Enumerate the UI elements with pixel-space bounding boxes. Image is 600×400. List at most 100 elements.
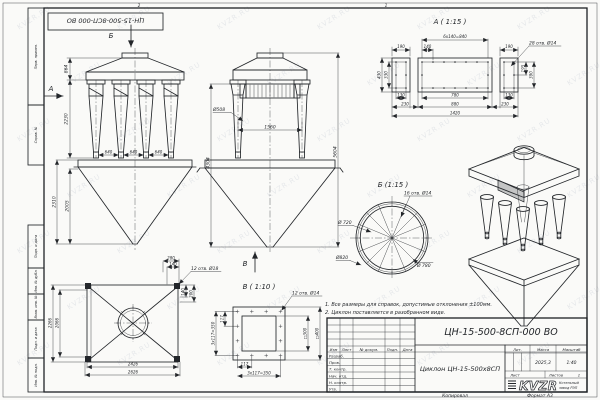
tb-row-label: Нач. отд. — [329, 373, 347, 378]
tb-col-header: Лист — [341, 347, 352, 352]
margin-label: Перв. примен. — [34, 44, 38, 69]
tb-row-label: Утв. — [329, 387, 337, 392]
notes: 1. Все размеры для справок, допустимые о… — [325, 302, 492, 316]
format-label: Формат А3 — [527, 393, 553, 399]
dim-label: 430 — [376, 71, 381, 79]
section-a-view: А ( 1:15 ) 190 140 6х140=840 190 28 отв.… — [376, 18, 562, 119]
tb-col-header: Подп. — [387, 347, 399, 352]
dim-label: 2626 — [128, 370, 139, 375]
dim-label: □400 — [315, 327, 320, 339]
callout-label: 28 отв. Ø14 — [529, 40, 556, 47]
dim-label: 117 — [241, 361, 249, 366]
margin-label: Подп. и дата — [34, 235, 38, 258]
dim-label: 140 — [424, 44, 432, 49]
tb-row-label: Пров. — [329, 360, 340, 365]
margin-label: Справ. № — [34, 126, 38, 143]
view-title: В ( 1:10 ) — [243, 283, 276, 291]
tb-org-name: завод РЭП — [559, 386, 578, 390]
tb-col-header: Дата — [402, 347, 414, 352]
margin-label: Инв. № подл. — [34, 363, 38, 386]
side-view: Ø508 1560 4304 5604 В — [196, 48, 344, 273]
tb-scale-label: Масштаб — [562, 347, 581, 352]
view-title: Б (1:15 ) — [378, 181, 409, 189]
dim-label: 190 — [397, 44, 405, 49]
plan-view: 2266 2066 2426 2626 280 140 12 отв. Ø18 … — [47, 255, 222, 378]
dim-label: 190 — [505, 44, 513, 49]
copy-label: Копировал — [442, 393, 468, 399]
callout-label: 12 отв. Ø14 — [292, 290, 319, 297]
dim-label: Ø 780 — [416, 262, 431, 269]
dim-label: 6х140=840 — [443, 34, 467, 39]
dim-label: 5604 — [333, 146, 339, 158]
dim-label: 140 — [169, 261, 177, 266]
tb-row-label: Т. контр. — [329, 367, 347, 372]
dim-label: 640 — [130, 149, 138, 154]
tb-mass-value: 2025,3 — [535, 360, 551, 366]
dim-label: 4304 — [206, 157, 212, 169]
tb-sheet-label: Лист — [509, 373, 520, 378]
callout-label: 12 отв. Ø18 — [191, 265, 218, 272]
dim-label: 330 — [383, 71, 388, 79]
dim-label: 880 — [451, 101, 459, 106]
dim-label: 1560 — [264, 125, 276, 131]
dim-label: 200 — [189, 290, 194, 298]
dim-label: Ø 720 — [337, 219, 352, 226]
dim-label: 640 — [155, 149, 163, 154]
dim-label: □300 — [303, 327, 308, 339]
fold-mark: 2 — [138, 3, 141, 8]
company-logo: KVZR — [519, 379, 558, 393]
dim-label: 1420 — [450, 110, 461, 115]
tb-col-header: Изм — [330, 347, 338, 352]
dim-label: 3х117=350 — [247, 370, 271, 375]
note-line: 1. Все размеры для справок, допустимые о… — [325, 302, 492, 308]
section-letter: В — [243, 260, 248, 268]
dim-label: 280 — [167, 255, 175, 260]
dim-label: 780 — [451, 92, 459, 97]
dim-label: 140 — [181, 288, 186, 296]
tb-sheets-value: 1 — [578, 373, 580, 378]
margin-label: Подп. и дата — [34, 327, 38, 350]
view-v: В ( 1:10 ) 12 отв. Ø14 117 3х117=350 117… — [211, 283, 323, 379]
dim-label: 2066 — [54, 317, 59, 328]
dim-label: 130 — [505, 92, 513, 97]
tb-lit-label: Лит. — [512, 347, 522, 352]
tb-col-header: № докум. — [359, 347, 379, 352]
section-letter: Б — [109, 32, 114, 40]
dim-label: 864 — [64, 65, 70, 74]
dim-label: 2310 — [52, 196, 58, 208]
dim-label: 390 — [529, 71, 534, 79]
view-title: А ( 1:15 ) — [433, 18, 467, 26]
dim-label: 2426 — [128, 362, 139, 367]
note-line: 2. Циклон поставляется в разобранном вид… — [325, 310, 445, 316]
tb-row-label: Н. контр. — [329, 380, 347, 385]
tb-scale-value: 1:40 — [566, 360, 576, 366]
dim-label: 2230 — [64, 113, 70, 125]
callout-label: 16 отв. Ø14 — [404, 190, 431, 197]
tb-sheets-label: Листов — [548, 373, 564, 378]
iso-view — [467, 145, 581, 327]
dim-label: 3х117=350 — [211, 321, 216, 345]
front-view: 864 2230 2310 2005 640 640 640 Б А — [44, 24, 197, 250]
stamp-doc-number: ЦН-15-500-8СП-000 ВО — [67, 17, 145, 25]
margin-label: Взам. инв. № — [34, 295, 38, 318]
tb-doc-number: ЦН-15-500-8СП-000 ВО — [444, 327, 558, 338]
dim-label: 230 — [501, 101, 509, 106]
view-b: Б (1:15 ) 16 отв. Ø14 Ø 720 Ø820 Ø 780 — [335, 181, 434, 280]
tb-part-name: Циклон ЦН-15-500х8СП — [420, 365, 500, 373]
section-letter: А — [48, 85, 54, 93]
dim-label: 130 — [397, 92, 405, 97]
dim-label: Ø508 — [212, 106, 225, 113]
margin-column: Перв. примен. Справ. № Подп. и дата Инв.… — [27, 7, 45, 393]
title-block: Изм Лист № докум. Подп. Дата Разраб. Про… — [326, 317, 588, 393]
margin-label: Инв. № дубл. — [34, 269, 38, 292]
top-stamp: ЦН-15-500-8СП-000 ВО — [47, 12, 164, 31]
tb-org-name: Котельный — [559, 381, 580, 385]
dim-label: 117 — [220, 315, 225, 323]
dim-label: 230 — [401, 101, 409, 106]
dim-label: 195 — [521, 64, 526, 72]
tb-mass-label: Масса — [537, 347, 550, 352]
dim-label: 2266 — [47, 317, 52, 328]
